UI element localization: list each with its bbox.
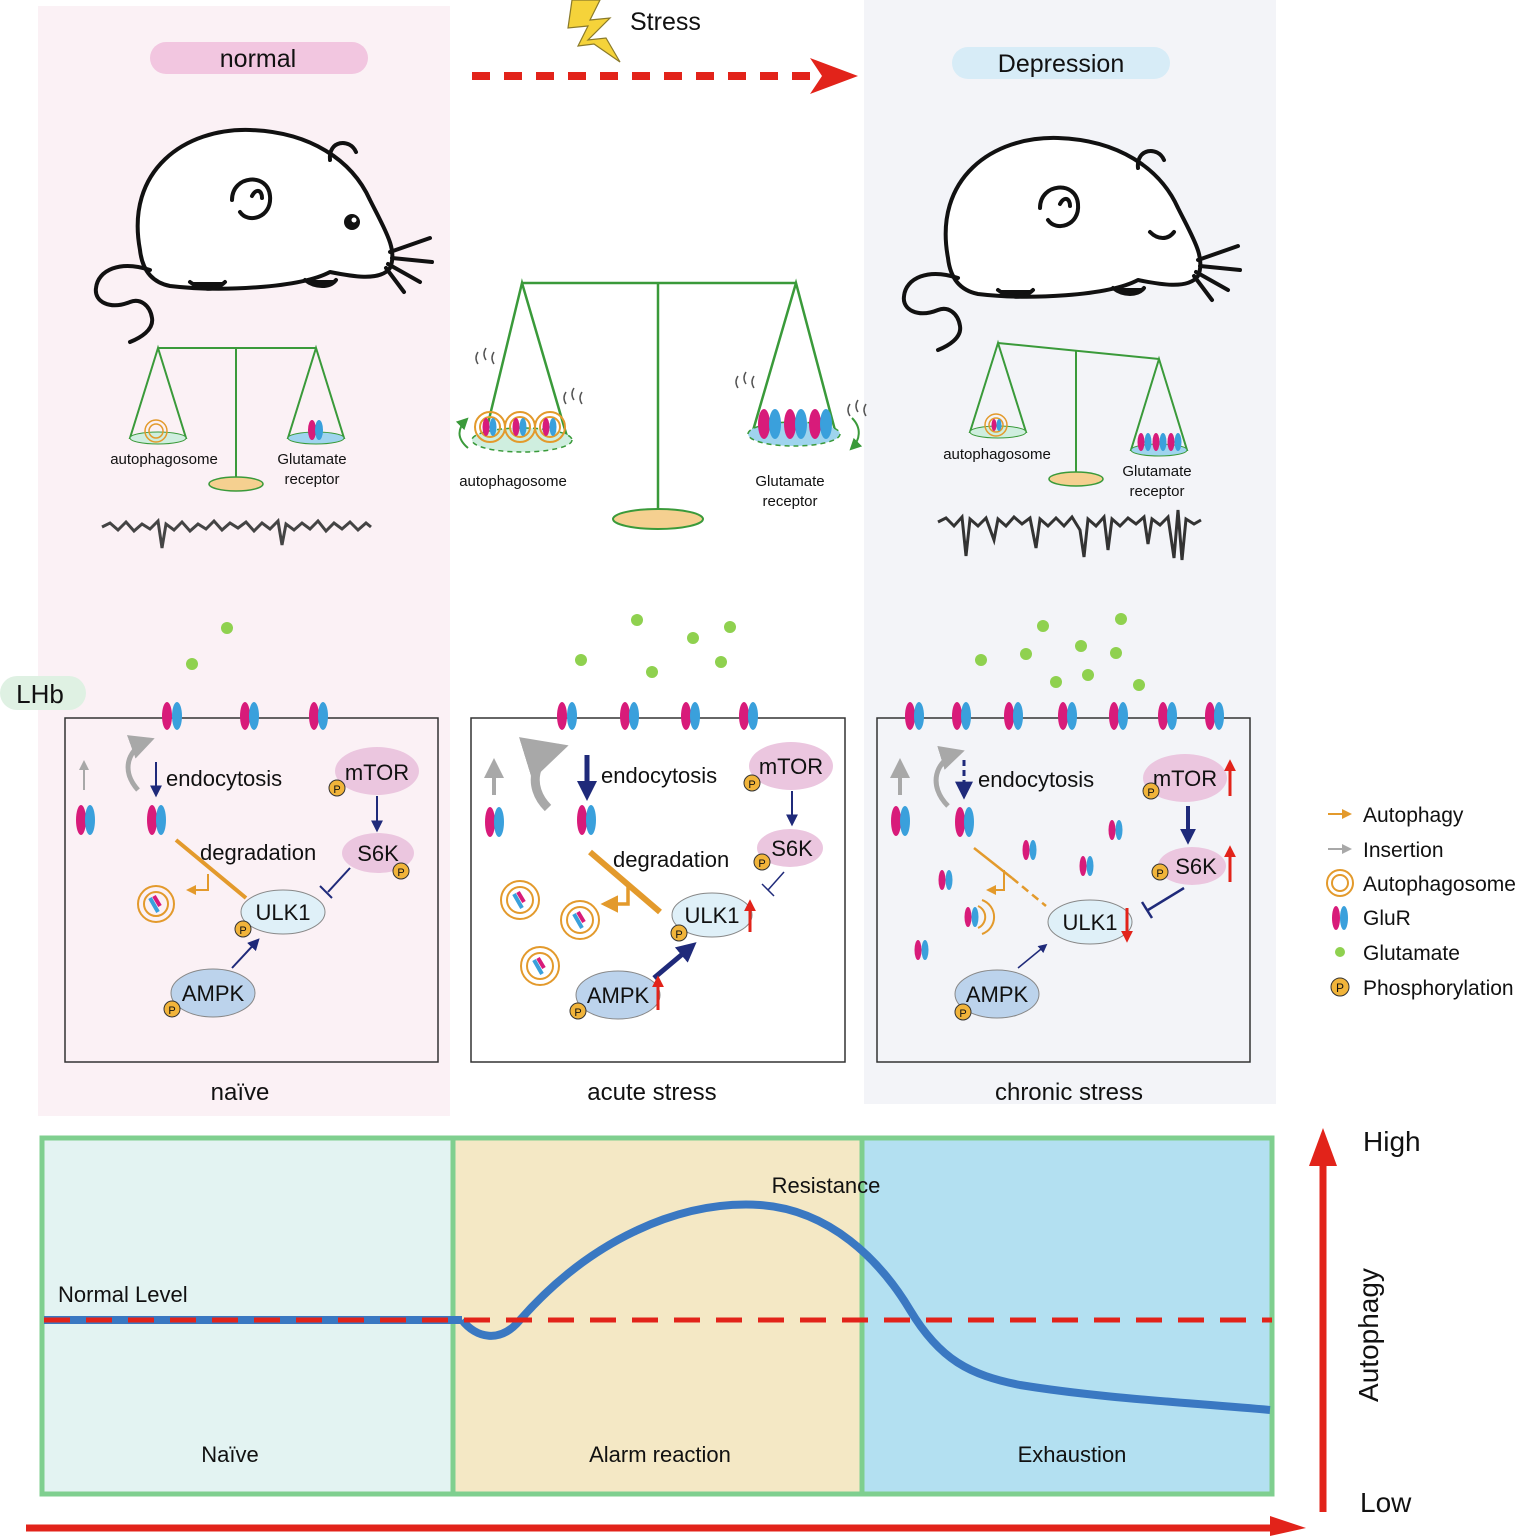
legend-autophagy: Autophagy [1363, 804, 1464, 827]
resistance-label: Resistance [772, 1173, 881, 1198]
trace-chronic [937, 509, 1202, 561]
autophagy-graph: Naïve Alarm reaction Exhaustion Normal L… [26, 1126, 1421, 1536]
chronic-s6k-p: P [1156, 868, 1163, 880]
scale-chronic-right-label-2: receptor [1129, 483, 1184, 500]
scale-acute-left-label: autophagosome [459, 473, 567, 490]
normal-title: normal [220, 45, 296, 73]
acute-ampk: AMPK [587, 983, 650, 1008]
cell-acute: endocytosis degradation mTOR P S6K P ULK… [470, 614, 846, 1106]
scale-normal-left-label: autophagosome [110, 451, 218, 468]
legend-glur: GluR [1363, 907, 1411, 930]
acute-degradation: degradation [613, 847, 729, 872]
acute-caption: acute stress [587, 1079, 716, 1106]
lhb-pill [0, 676, 86, 710]
header: normal Depression Stress [150, 0, 1170, 94]
naive-ulk1: ULK1 [255, 900, 310, 925]
chronic-ampk-p: P [959, 1008, 966, 1020]
phase-alarm: Alarm reaction [589, 1442, 731, 1467]
acute-ulk1-p: P [675, 929, 682, 941]
chronic-ampk: AMPK [966, 982, 1029, 1007]
legend-insertion: Insertion [1363, 839, 1444, 862]
naive-ulk1-p: P [239, 925, 246, 937]
naive-s6k: S6K [357, 841, 399, 866]
acute-mtor: mTOR [759, 754, 823, 779]
phase-naive: Naïve [201, 1442, 258, 1467]
chronic-mtor-p: P [1147, 787, 1154, 799]
legend: Autophagy Insertion Autophagosome GluR G… [1326, 804, 1516, 1000]
normal-level-label: Normal Level [58, 1282, 188, 1307]
x-axis-arrow-head [1270, 1516, 1306, 1536]
acute-s6k: S6K [771, 836, 813, 861]
scale-normal-right-label-1: Glutamate [277, 451, 346, 468]
legend-glutamate: Glutamate [1363, 942, 1460, 965]
naive-mtor-p: P [333, 784, 340, 796]
depression-pill [952, 47, 1170, 79]
cell-chronic: endocytosis mTOR P S6K P ULK1 AMPK P chr… [876, 613, 1251, 1106]
autophagy-level-curve [458, 1200, 1271, 1414]
axis-high-label: High [1363, 1126, 1421, 1157]
naive-ampk-p: P [168, 1005, 175, 1017]
scale-acute: autophagosome Glutamate receptor [455, 278, 867, 530]
lightning-icon [567, 0, 621, 63]
axis-low-label: Low [1360, 1487, 1412, 1518]
scale-acute-right-label-2: receptor [762, 493, 817, 510]
scale-normal: autophagosome Glutamate receptor [110, 344, 347, 492]
acute-endocytosis: endocytosis [601, 763, 717, 788]
chronic-endocytosis: endocytosis [978, 767, 1094, 792]
stress-label: Stress [630, 8, 701, 36]
scale-normal-right-label-2: receptor [284, 471, 339, 488]
chronic-mtor: mTOR [1153, 766, 1217, 791]
acute-ampk-p: P [574, 1007, 581, 1019]
naive-caption: naïve [211, 1079, 270, 1106]
scale-acute-right-label-1: Glutamate [755, 473, 824, 490]
naive-degradation: degradation [200, 840, 316, 865]
naive-ampk: AMPK [182, 981, 245, 1006]
naive-s6k-p: P [397, 867, 404, 879]
chronic-ulk1: ULK1 [1062, 910, 1117, 935]
normal-pill [150, 42, 368, 74]
acute-mtor-p: P [748, 779, 755, 791]
legend-phosphorylation: Phosphorylation [1363, 977, 1514, 1000]
stress-arrow-head [810, 58, 858, 94]
acute-s6k-p: P [758, 858, 765, 870]
chronic-caption: chronic stress [995, 1079, 1143, 1106]
acute-ulk1: ULK1 [684, 903, 739, 928]
phase-exhaustion: Exhaustion [1018, 1442, 1127, 1467]
scale-chronic-left-label: autophagosome [943, 446, 1051, 463]
legend-autophagosome: Autophagosome [1363, 873, 1516, 896]
mouse-depression-icon [901, 135, 1242, 352]
mouse-normal-icon [93, 127, 434, 344]
depression-title: Depression [998, 50, 1124, 78]
lhb-label: LHb [16, 679, 64, 709]
cell-naive: endocytosis degradation mTOR P S6K P ULK… [64, 622, 439, 1106]
scale-chronic-right-label-1: Glutamate [1122, 463, 1191, 480]
legend-p-icon: P [1336, 981, 1344, 995]
axis-autophagy-label: Autophagy [1353, 1268, 1384, 1402]
chronic-s6k: S6K [1175, 854, 1217, 879]
scale-chronic: autophagosome Glutamate receptor [943, 339, 1192, 500]
naive-mtor: mTOR [345, 760, 409, 785]
trace-normal [101, 517, 372, 549]
y-axis-arrow-head [1309, 1128, 1337, 1166]
naive-endocytosis: endocytosis [166, 766, 282, 791]
